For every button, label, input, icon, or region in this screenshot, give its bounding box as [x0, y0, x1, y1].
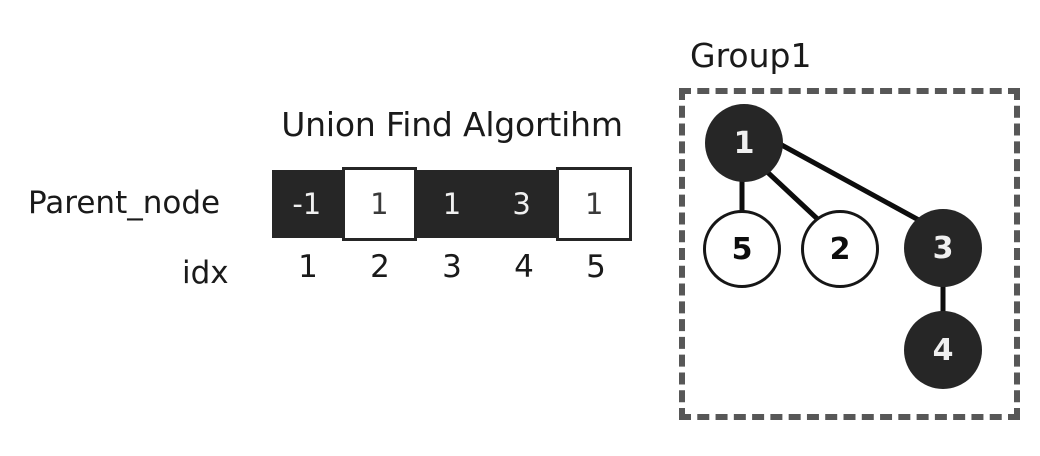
index-row-label: idx [182, 255, 229, 291]
index-row: 1 2 3 4 5 [272, 252, 632, 283]
tree-node-label: 4 [932, 332, 954, 368]
parent-node-row-label: Parent_node [28, 185, 221, 221]
array-cell-2: 1 [341, 167, 418, 241]
tree-node-3[interactable]: 3 [904, 209, 982, 287]
index-cell-4: 4 [514, 249, 534, 285]
edge-1-2 [761, 166, 827, 228]
array-cell-value: 1 [370, 186, 389, 221]
parent-node-array: -1 1 1 3 1 [272, 167, 632, 241]
array-cell-4: 3 [486, 170, 557, 238]
array-cell-value: 1 [584, 186, 604, 221]
page-title: Union Find Algortihm [281, 105, 623, 144]
array-cell-1: -1 [272, 170, 342, 238]
tree-node-label: 3 [932, 230, 954, 266]
index-cell-2: 2 [370, 249, 390, 285]
group-boundary-box [679, 88, 1020, 420]
index-cell-5: 5 [586, 249, 606, 285]
array-cell-3: 1 [417, 170, 487, 238]
edge-1-3 [776, 140, 928, 227]
tree-node-5[interactable]: 5 [703, 210, 781, 288]
tree-node-4[interactable]: 4 [904, 311, 982, 389]
tree-node-label: 5 [731, 231, 753, 267]
array-cell-5: 1 [556, 167, 632, 241]
tree-node-label: 2 [829, 231, 851, 267]
tree-node-label: 1 [733, 125, 755, 161]
group-label: Group1 [690, 36, 812, 75]
tree-node-1[interactable]: 1 [705, 104, 783, 182]
tree-node-2[interactable]: 2 [801, 210, 879, 288]
array-cell-value: -1 [292, 186, 322, 221]
array-cell-value: 1 [442, 186, 462, 221]
array-cell-value: 3 [512, 186, 531, 221]
index-cell-3: 3 [442, 249, 462, 285]
index-cell-1: 1 [298, 249, 318, 285]
